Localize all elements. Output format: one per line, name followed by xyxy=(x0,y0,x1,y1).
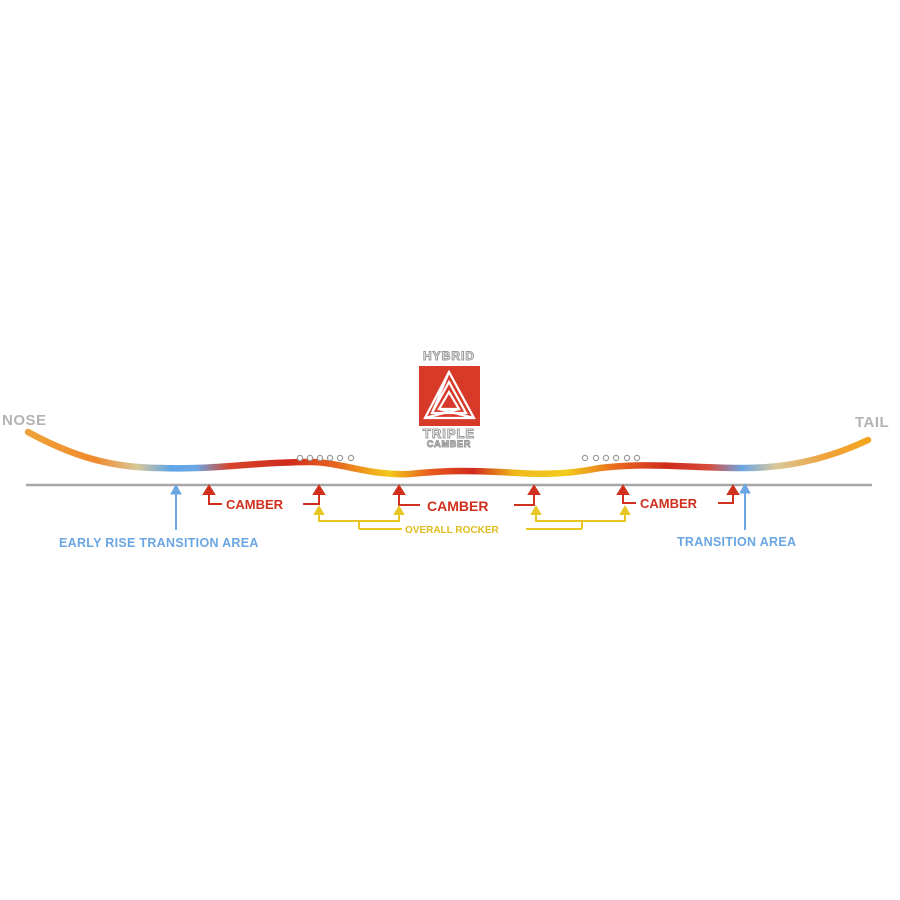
transition-arrow xyxy=(739,482,751,530)
insert-holes-right xyxy=(581,454,641,462)
camber-label-center: CAMBER xyxy=(427,498,488,514)
camber-bracket-right xyxy=(616,484,740,504)
tail-label: TAIL xyxy=(855,414,890,431)
camber-label-right: CAMBER xyxy=(640,496,698,511)
overall-rocker-label: OVERALL ROCKER xyxy=(405,525,499,536)
camber-bracket-left xyxy=(202,484,326,505)
early-rise-transition-label: EARLY RISE TRANSITION AREA xyxy=(59,536,259,550)
logo-bottom-text-2: CAMBER xyxy=(426,439,472,450)
early-rise-arrow xyxy=(170,483,182,530)
board-profile xyxy=(24,428,872,478)
logo-bottom-text-1: TRIPLE xyxy=(422,426,476,442)
insert-holes-left xyxy=(296,454,355,462)
camber-label-left: CAMBER xyxy=(226,497,284,512)
hybrid-triple-camber-logo xyxy=(419,366,480,426)
nose-label: NOSE xyxy=(2,412,47,429)
transition-area-label: TRANSITION AREA xyxy=(677,535,797,549)
logo-top-text: HYBRID xyxy=(422,349,475,364)
overall-rocker-bracket xyxy=(313,504,631,530)
